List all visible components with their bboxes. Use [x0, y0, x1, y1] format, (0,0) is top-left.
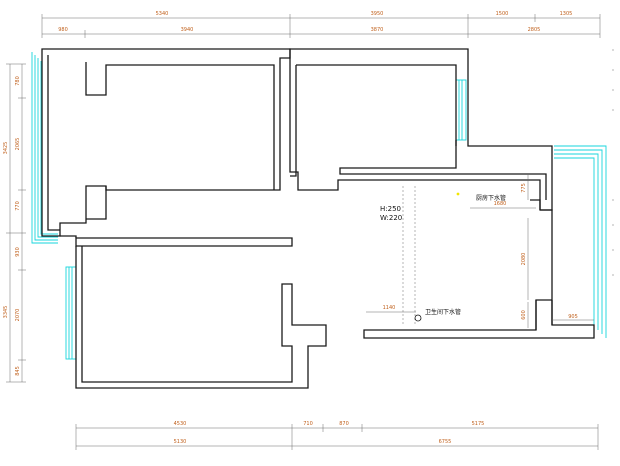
yellow-marker: [456, 192, 460, 196]
dim-top-3950: 3950: [371, 11, 384, 17]
dim-bottom-710: 710: [303, 421, 313, 427]
dim-left-2065: 2065: [15, 138, 21, 151]
top-dimensions: [41, 14, 601, 38]
dim-bottom-6755: 6755: [439, 439, 452, 445]
dim-top-980: 980: [58, 27, 68, 33]
windows: [31, 52, 607, 360]
dim-top-3940: 3940: [181, 27, 194, 33]
dim-left-845: 845: [15, 366, 21, 376]
dim-bottom-5130: 5130: [174, 439, 187, 445]
width-label: W:220: [380, 214, 402, 222]
dim-top-1500: 1500: [496, 11, 509, 17]
left-dimensions: [6, 63, 26, 383]
drain-pipe-marker: [414, 314, 422, 322]
dim-left-780: 780: [15, 76, 21, 86]
dim-2080: 2080: [521, 253, 527, 266]
dim-top-5340: 5340: [156, 11, 169, 17]
dim-bottom-870: 870: [339, 421, 349, 427]
walls: [41, 48, 595, 389]
dim-775: 775: [521, 183, 527, 193]
dim-top-3870: 3870: [371, 27, 384, 33]
height-label: H:250: [380, 205, 401, 213]
interior-dimensions: [366, 174, 594, 328]
dim-top-2805: 2805: [528, 27, 541, 33]
kitchen-drain-label: 厨房下水管: [476, 194, 506, 202]
dim-905: 905: [568, 314, 578, 320]
dim-1140: 1140: [383, 305, 396, 311]
dim-top-1305: 1305: [560, 11, 573, 17]
dim-600: 600: [521, 310, 527, 320]
dim-left-3345: 3345: [3, 306, 9, 319]
dim-left-770: 770: [15, 201, 21, 211]
dim-bottom-4530: 4530: [174, 421, 187, 427]
bottom-dimensions: [75, 424, 599, 450]
dim-left-2070: 2070: [15, 309, 21, 322]
dim-left-3425: 3425: [3, 142, 9, 155]
doorway-dashed: [402, 186, 416, 324]
dim-left-930: 930: [15, 247, 21, 257]
edge-ticks: [612, 49, 614, 276]
dim-bottom-5175: 5175: [472, 421, 485, 427]
bathroom-drain-label: 卫生间下水管: [425, 308, 461, 316]
dim-1680: 1680: [494, 201, 507, 207]
